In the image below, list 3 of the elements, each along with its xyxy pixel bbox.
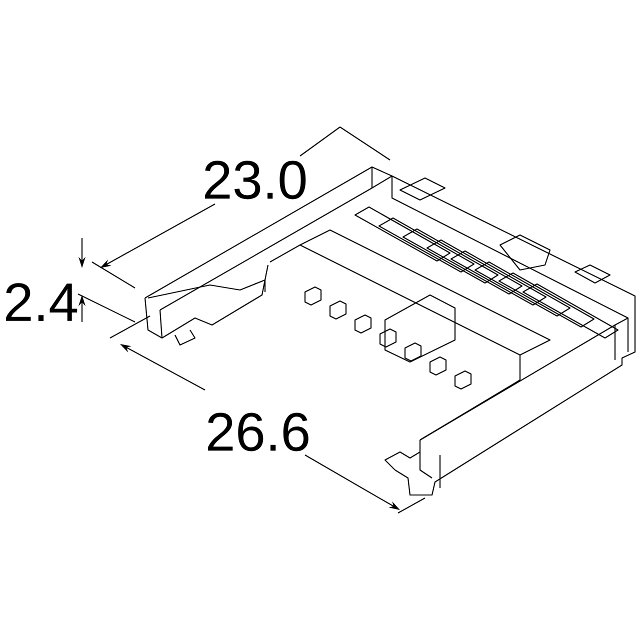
dimension-label: 2.4 [6, 283, 78, 321]
dimension-label: 23.0 [204, 160, 306, 200]
dimension-label: 26.6 [208, 412, 308, 452]
